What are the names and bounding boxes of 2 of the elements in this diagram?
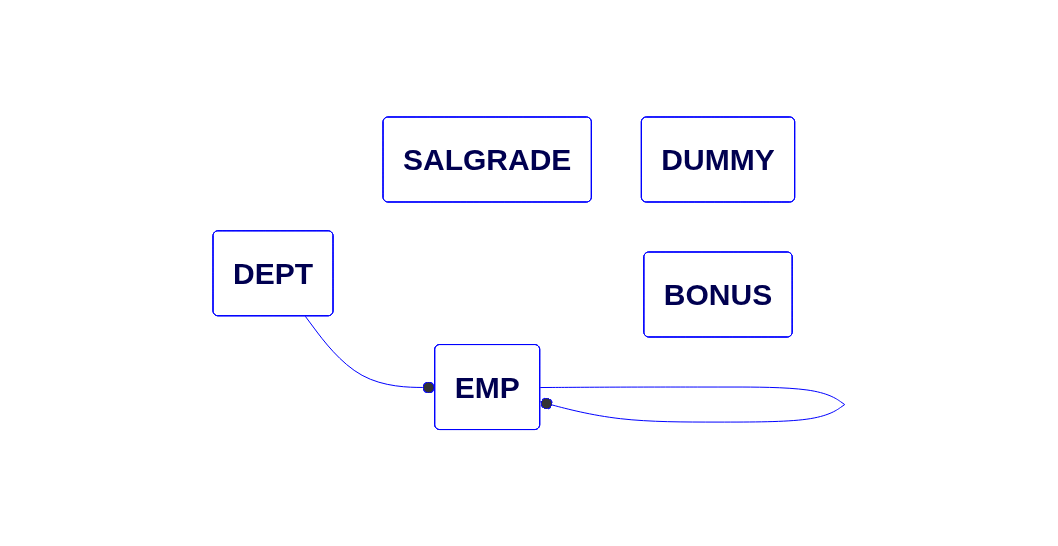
connector: [539, 386, 846, 423]
connector: [304, 315, 436, 394]
